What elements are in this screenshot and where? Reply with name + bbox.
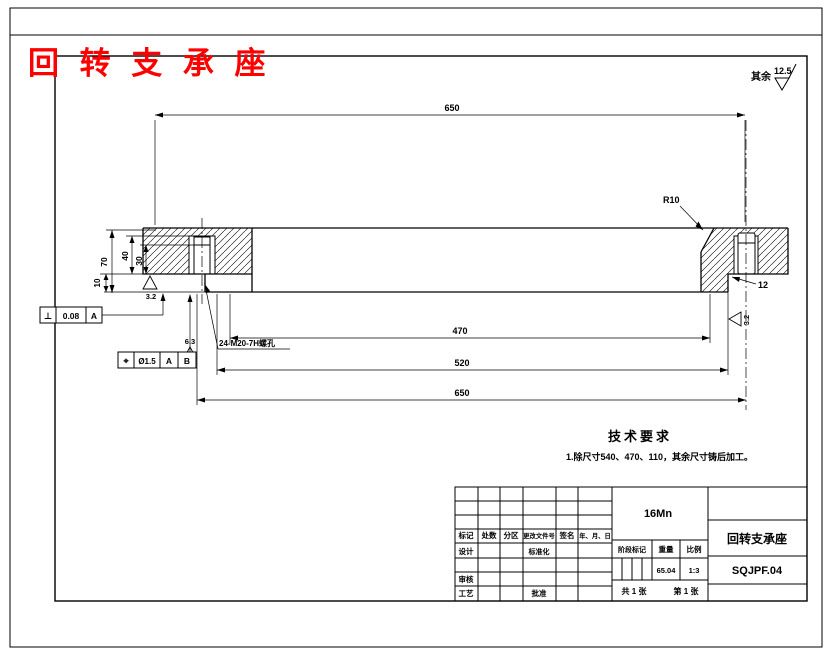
fillet-callout: R10 bbox=[663, 195, 704, 231]
general-roughness-value: 12.5 bbox=[774, 66, 792, 76]
thickness-callout: 12 bbox=[731, 276, 768, 290]
dim-40-label: 40 bbox=[120, 251, 130, 261]
dim-10 bbox=[100, 273, 143, 292]
gdt-perpendicularity-frame: ⊥ 0.08 A bbox=[39, 293, 166, 324]
sheet-borders bbox=[9, 7, 823, 648]
tb-review: 审核 bbox=[459, 574, 474, 584]
tb-material: 16Mn bbox=[644, 508, 672, 520]
tb-part-name: 回转支承座 bbox=[727, 531, 787, 546]
roughness-symbol-icon bbox=[774, 63, 797, 91]
roughness-flange-bottom-value: 3.2 bbox=[146, 292, 156, 301]
tech-requirements: 技术要求 1.除尺寸540、470、110，其余尺寸铸后加工。 bbox=[566, 429, 753, 462]
tb-approve: 批准 bbox=[532, 588, 547, 598]
position-datum-b: B bbox=[184, 356, 190, 366]
title-block-grid bbox=[454, 486, 808, 602]
tb-date: 年、月、日 bbox=[579, 531, 610, 540]
tech-requirements-note: 1.除尺寸540、470、110，其余尺寸铸后加工。 bbox=[566, 451, 753, 462]
stud-right bbox=[737, 232, 756, 275]
dim-bottom-650-label: 650 bbox=[454, 388, 469, 398]
dim-70 bbox=[104, 229, 205, 293]
perp-tolerance: 0.08 bbox=[63, 311, 80, 321]
section-hatching bbox=[143, 228, 788, 292]
tb-scale-value: 1:3 bbox=[689, 566, 700, 575]
position-symbol-icon: ⌖ bbox=[122, 356, 129, 366]
perp-symbol-icon: ⊥ bbox=[44, 311, 52, 321]
roughness-inner-wall: 3.2 bbox=[728, 311, 751, 327]
dim-10-label: 10 bbox=[93, 278, 102, 287]
tb-zone: 分区 bbox=[504, 530, 519, 540]
position-datum-a: A bbox=[166, 356, 172, 366]
tb-drawing-no: SQJPF.04 bbox=[732, 565, 783, 577]
tb-weight-value: 65.04 bbox=[657, 566, 677, 575]
thread-callout: 24-M20-7H螺孔 bbox=[204, 283, 290, 350]
tb-mark: 标记 bbox=[458, 530, 474, 540]
tb-sheet-no: 第 1 张 bbox=[674, 586, 700, 596]
dim-520-label: 520 bbox=[454, 358, 469, 368]
general-roughness-note: 其余 12.5 bbox=[751, 63, 797, 91]
general-roughness-label: 其余 bbox=[751, 70, 772, 83]
dim-30 bbox=[140, 244, 194, 274]
thread-callout-label: 24-M20-7H螺孔 bbox=[219, 338, 275, 348]
thickness-label: 12 bbox=[758, 280, 768, 290]
fillet-label: R10 bbox=[663, 195, 680, 205]
dim-top-650-label: 650 bbox=[444, 103, 459, 113]
centerlines bbox=[201, 120, 747, 410]
perp-datum: A bbox=[91, 311, 97, 321]
tb-sheet-total: 共 1 张 bbox=[622, 586, 648, 596]
tb-signature: 签名 bbox=[559, 530, 575, 540]
dim-top-650 bbox=[154, 112, 746, 225]
dim-520 bbox=[216, 294, 729, 375]
tb-weight-label: 重量 bbox=[659, 544, 674, 554]
tb-scale-label: 比例 bbox=[687, 544, 702, 554]
bolt-holes bbox=[188, 235, 759, 274]
tb-count: 处数 bbox=[481, 530, 497, 540]
gdt-position-frame: ⌖ Ø1.5 A B bbox=[117, 294, 197, 369]
tech-requirements-heading: 技术要求 bbox=[608, 429, 672, 444]
dim-470-label: 470 bbox=[452, 326, 467, 336]
title-block-texts: 标记 处数 分区 更改文件号 签名 年、月、日 设计 标准化 审核 工艺 批准 … bbox=[458, 508, 788, 598]
position-tolerance: Ø1.5 bbox=[138, 357, 156, 366]
tb-stage-mark: 阶段标记 bbox=[618, 545, 646, 554]
tb-process: 工艺 bbox=[459, 588, 474, 598]
dim-40 bbox=[126, 235, 189, 274]
dim-30-label: 30 bbox=[134, 256, 144, 266]
tb-standardization: 标准化 bbox=[528, 547, 550, 556]
part-outline bbox=[142, 227, 789, 293]
roughness-inner-wall-value: 3.2 bbox=[742, 315, 751, 325]
dim-70-label: 70 bbox=[99, 257, 109, 267]
tb-design: 设计 bbox=[459, 546, 474, 556]
dim-bottom-650 bbox=[196, 294, 746, 405]
tb-change-doc: 更改文件号 bbox=[523, 531, 555, 540]
sheet-title: 回 转 支 承 座 bbox=[28, 46, 271, 81]
roughness-flange-bottom: 3.2 bbox=[142, 275, 158, 301]
dim-470 bbox=[229, 294, 711, 343]
